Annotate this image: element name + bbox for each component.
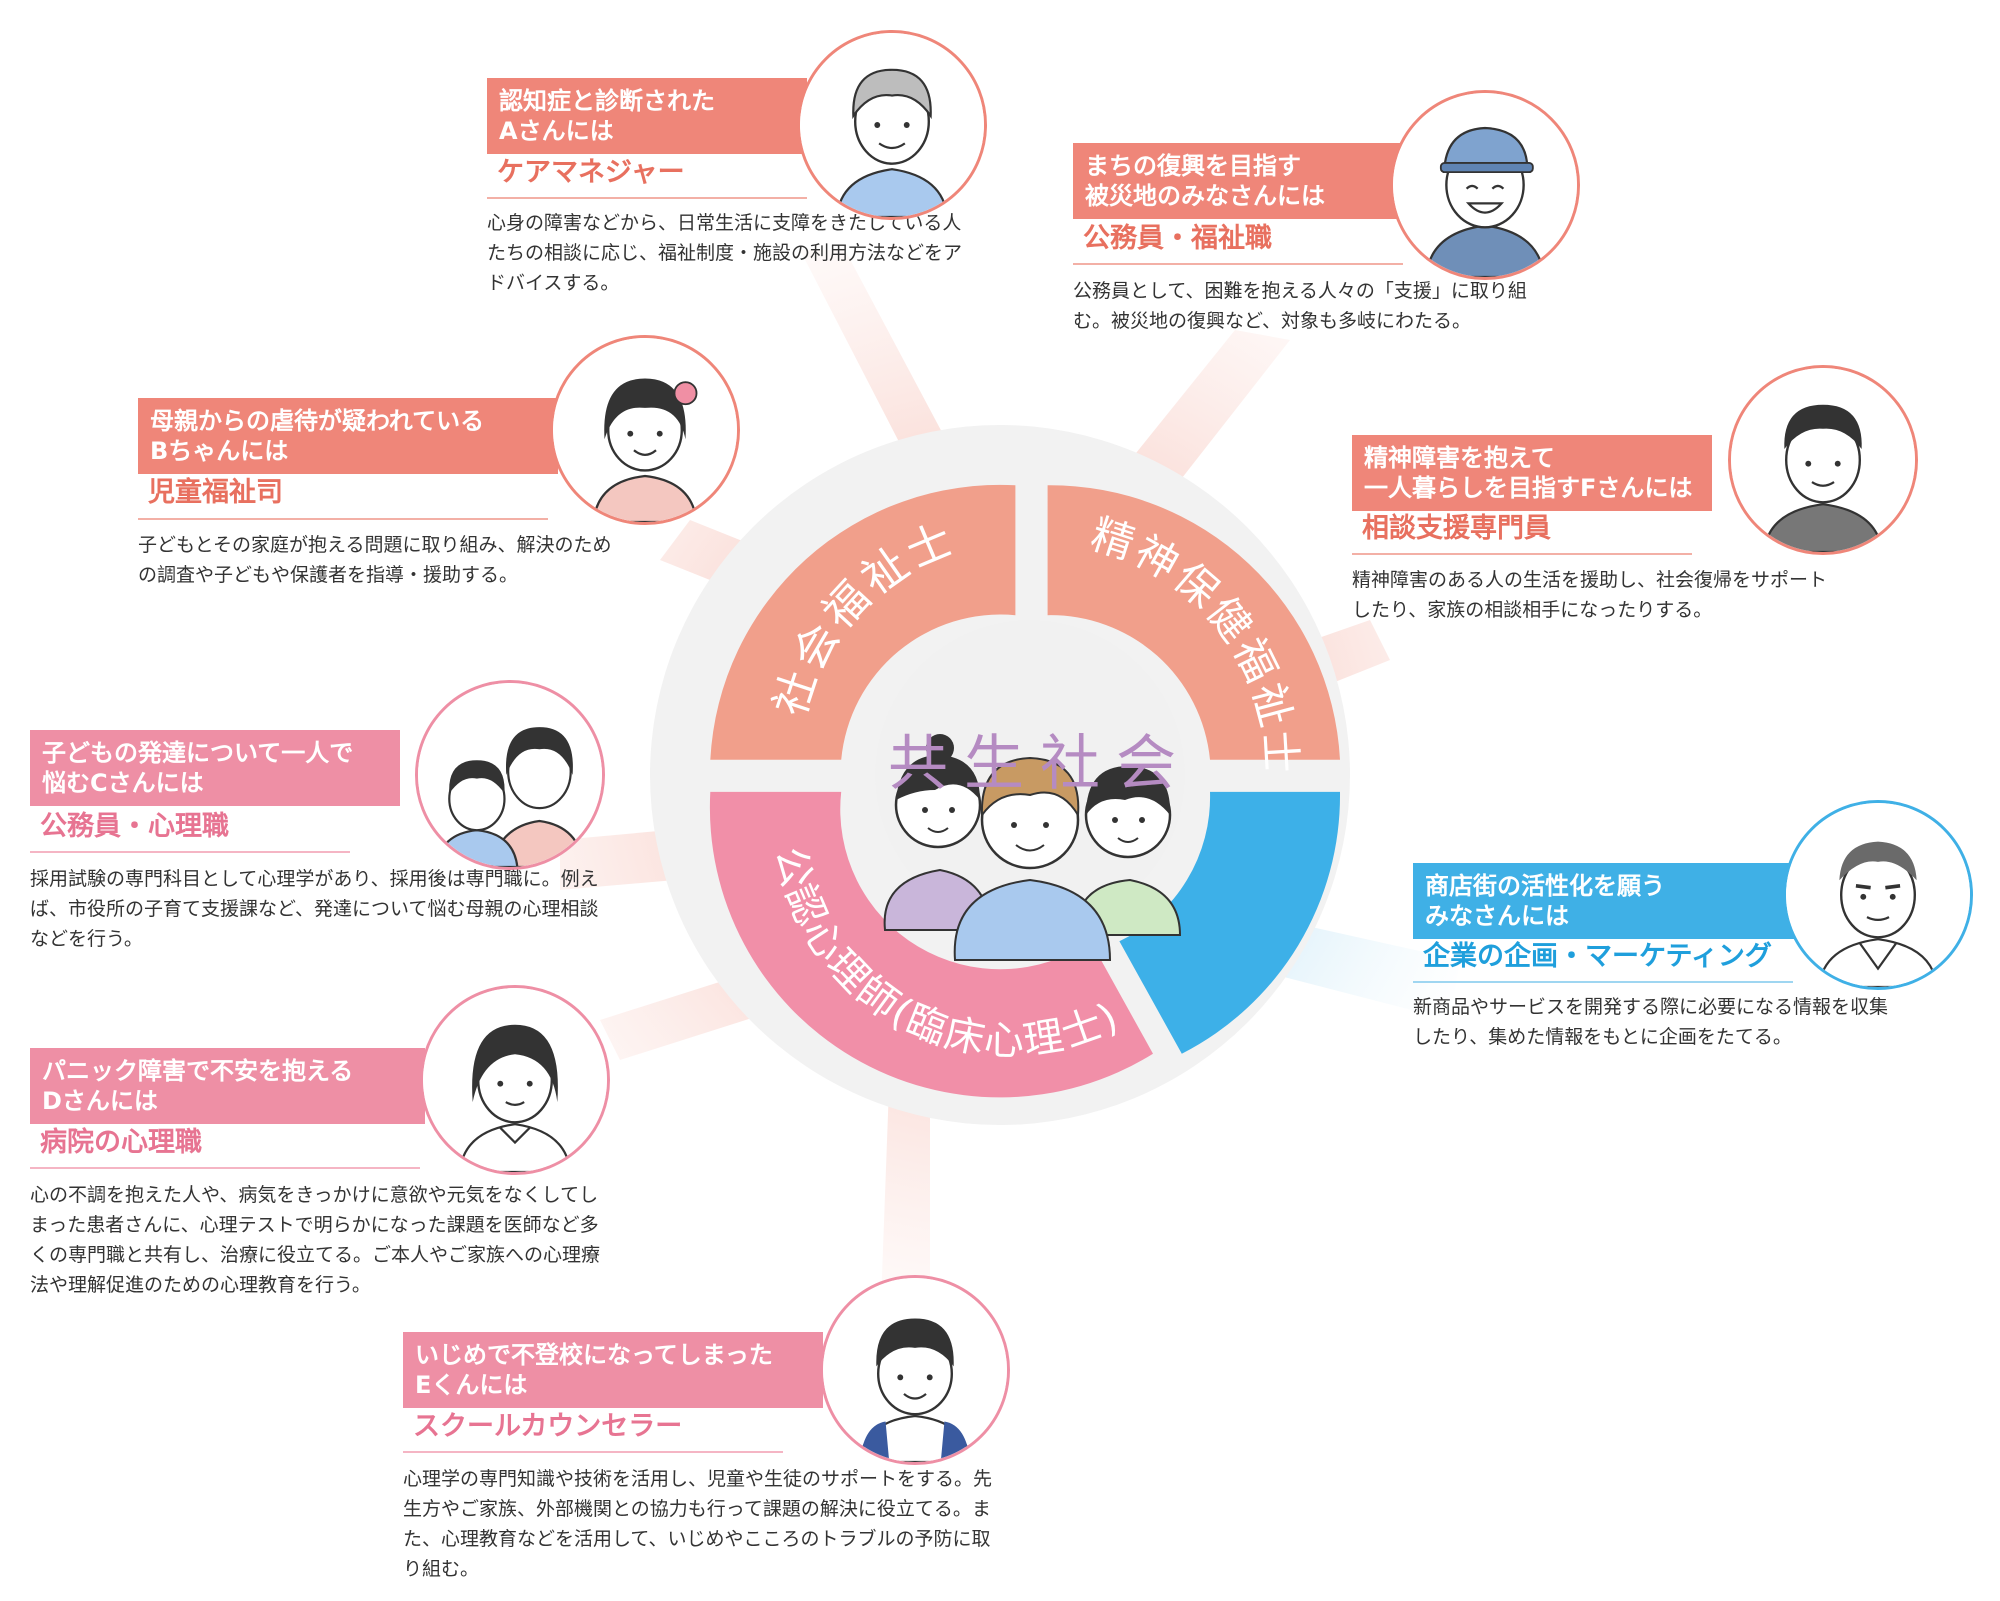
card-e-rule — [403, 1451, 783, 1453]
card-f-role: 相談支援専門員 — [1362, 513, 1551, 544]
card-disaster-desc: 公務員として、困難を抱える人々の「支援」に取り組む。被災地の復興など、対象も多岐… — [1073, 280, 1527, 332]
young-man-icon — [1731, 368, 1915, 552]
segment-social-worker — [710, 484, 1016, 760]
woman-short-hair-icon — [423, 988, 607, 1172]
card-disaster-avatar — [1390, 90, 1580, 280]
card-d-avatar — [420, 985, 610, 1175]
girl-icon — [553, 338, 737, 522]
mother-child-icon — [418, 683, 602, 867]
card-b-band: 母親からの虐待が疑われている Bちゃんには — [138, 398, 558, 474]
card-d-role: 病院の心理職 — [40, 1127, 202, 1158]
card-disaster-rule — [1073, 263, 1403, 265]
family-icon — [883, 734, 1182, 961]
card-shop-band: 商店街の活性化を願う みなさんには — [1413, 863, 1813, 939]
card-disaster-role: 公務員・福祉職 — [1083, 223, 1272, 254]
card-a-role: ケアマネジャー — [497, 157, 685, 188]
card-b-role: 児童福祉司 — [148, 477, 283, 508]
card-b-rule — [138, 518, 548, 520]
card-a-rule — [487, 197, 807, 199]
card-f-avatar — [1728, 365, 1918, 555]
card-e-desc: 心理学の専門知識や技術を活用し、児童や生徒のサポートをする。先生方やご家族、外部… — [403, 1468, 993, 1580]
card-e-avatar — [820, 1275, 1010, 1465]
card-c-desc: 採用試験の専門科目として心理学があり、採用後は専門職に。例えば、市役所の子育て支… — [30, 868, 599, 950]
card-b-desc: 子どもとその家庭が抱える問題に取り組み、解決のための調査や子どもや保護者を指導・… — [138, 534, 612, 586]
card-disaster-band: まちの復興を目指す 被災地のみなさんには — [1073, 143, 1413, 219]
card-shop-avatar — [1783, 800, 1973, 990]
card-a-desc: 心身の障害などから、日常生活に支障をきたしている人たちの相談に応じ、福祉制度・施… — [487, 212, 963, 294]
card-shop-rule — [1413, 981, 1793, 983]
segment-psychologist — [709, 791, 1153, 1098]
card-f-band: 精神障害を抱えて 一人暮らしを目指すFさんには — [1352, 435, 1712, 511]
card-c-avatar — [415, 680, 605, 870]
center-title: 共生社会 — [888, 729, 1192, 799]
segment-blue — [1119, 791, 1341, 1054]
card-a-band: 認知症と診断された Aさんには — [487, 78, 807, 154]
card-c-role: 公務員・心理職 — [40, 811, 229, 842]
card-d-rule — [30, 1167, 420, 1169]
beam-to-e — [880, 1060, 930, 1330]
card-d-desc: 心の不調を抱えた人や、病気をきっかけに意欲や元気をなくしてしまった患者さんに、心… — [30, 1184, 601, 1296]
card-shop-desc: 新商品やサービスを開発する際に必要になる情報を収集したり、集めた情報をもとに企画… — [1413, 996, 1889, 1048]
card-f-rule — [1352, 553, 1692, 555]
worker-man-cap-icon — [1393, 93, 1577, 277]
elderly-man-icon — [1786, 803, 1970, 987]
card-e-band: いじめで不登校になってしまった Eくんには — [403, 1332, 823, 1408]
card-b-avatar — [550, 335, 740, 525]
card-d-band: パニック障害で不安を抱える Dさんには — [30, 1048, 425, 1124]
card-f-desc: 精神障害のある人の生活を援助し、社会復帰をサポートしたり、家族の相談相手になった… — [1352, 569, 1828, 621]
card-c-rule — [30, 851, 350, 853]
segment-mental-health — [1047, 485, 1340, 760]
family-man-center — [953, 756, 1112, 961]
card-c-band: 子どもの発達について一人で 悩むCさんには — [30, 730, 400, 806]
card-shop-role: 企業の企画・マーケティング — [1423, 941, 1772, 972]
card-e-role: スクールカウンセラー — [413, 1411, 683, 1442]
elderly-woman-icon — [800, 33, 984, 217]
card-a-avatar — [797, 30, 987, 220]
boy-icon — [823, 1278, 1007, 1462]
family-woman-right — [1073, 765, 1182, 936]
